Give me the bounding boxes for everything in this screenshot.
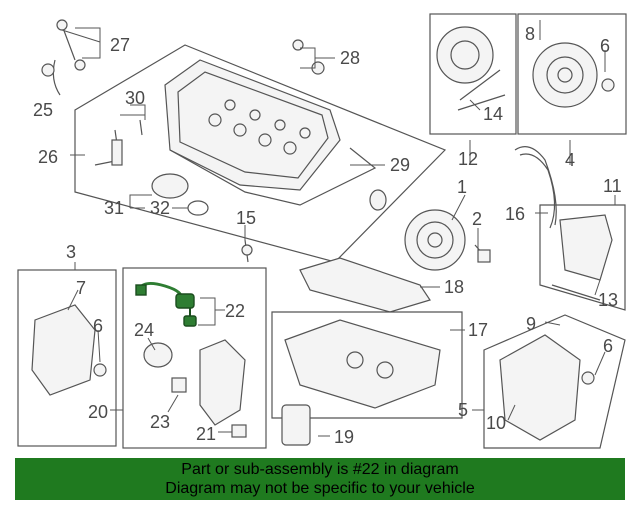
label-24: 24 bbox=[134, 320, 154, 340]
label-28: 28 bbox=[340, 48, 360, 68]
label-4: 4 bbox=[565, 150, 575, 170]
valve-cover bbox=[164, 59, 341, 191]
label-7: 7 bbox=[76, 278, 86, 298]
timing-cover-left-box bbox=[17, 269, 117, 447]
label-17: 17 bbox=[468, 320, 488, 340]
label-3: 3 bbox=[66, 242, 76, 262]
label-10: 10 bbox=[486, 413, 506, 433]
water-pump-box bbox=[429, 13, 517, 135]
label-9: 9 bbox=[526, 314, 536, 334]
label-6c: 6 bbox=[603, 336, 613, 356]
drive-belt bbox=[514, 146, 557, 229]
label-30: 30 bbox=[125, 88, 145, 108]
label-27: 27 bbox=[110, 35, 130, 55]
label-22: 22 bbox=[225, 301, 245, 321]
alternator-box bbox=[517, 13, 627, 135]
info-banner: Part or sub-assembly is #22 in diagram D… bbox=[15, 458, 625, 500]
label-15: 15 bbox=[236, 208, 256, 228]
label-23: 23 bbox=[150, 412, 170, 432]
label-21: 21 bbox=[196, 424, 216, 444]
label-14: 14 bbox=[483, 104, 503, 124]
label-18: 18 bbox=[444, 277, 464, 297]
part-22-oil-pressure-switch bbox=[135, 281, 197, 327]
label-16: 16 bbox=[505, 204, 525, 224]
label-31: 31 bbox=[104, 198, 124, 218]
label-25: 25 bbox=[33, 100, 53, 120]
label-5: 5 bbox=[458, 400, 468, 420]
valve-cover-panel bbox=[74, 44, 447, 263]
parts-diagram: 27 25 30 26 28 29 31 32 15 12 14 8 6 4 1… bbox=[17, 13, 627, 449]
banner-line-2: Diagram may not be specific to your vehi… bbox=[165, 480, 475, 497]
banner-line-1: Part or sub-assembly is #22 in diagram bbox=[181, 461, 459, 478]
label-2: 2 bbox=[472, 209, 482, 229]
label-26: 26 bbox=[38, 147, 58, 167]
baffle-plate bbox=[299, 257, 431, 313]
label-12: 12 bbox=[458, 149, 478, 169]
oil-pan-box bbox=[271, 311, 463, 419]
oil-pump-box bbox=[122, 267, 267, 449]
label-6a: 6 bbox=[600, 36, 610, 56]
label-29: 29 bbox=[390, 155, 410, 175]
label-20: 20 bbox=[88, 402, 108, 422]
timing-cover-lower-box bbox=[483, 314, 626, 449]
label-6b: 6 bbox=[93, 316, 103, 336]
label-13: 13 bbox=[598, 290, 618, 310]
oil-filter bbox=[281, 404, 311, 446]
label-19: 19 bbox=[334, 427, 354, 447]
valve-cover-gasket bbox=[169, 147, 377, 206]
label-11: 11 bbox=[603, 176, 622, 196]
crankshaft-pulley bbox=[404, 209, 466, 271]
label-1: 1 bbox=[457, 177, 467, 197]
label-8: 8 bbox=[525, 24, 535, 44]
label-32: 32 bbox=[150, 198, 170, 218]
timing-cover-upper-box bbox=[539, 204, 626, 311]
oil-filler-cap bbox=[151, 173, 189, 199]
